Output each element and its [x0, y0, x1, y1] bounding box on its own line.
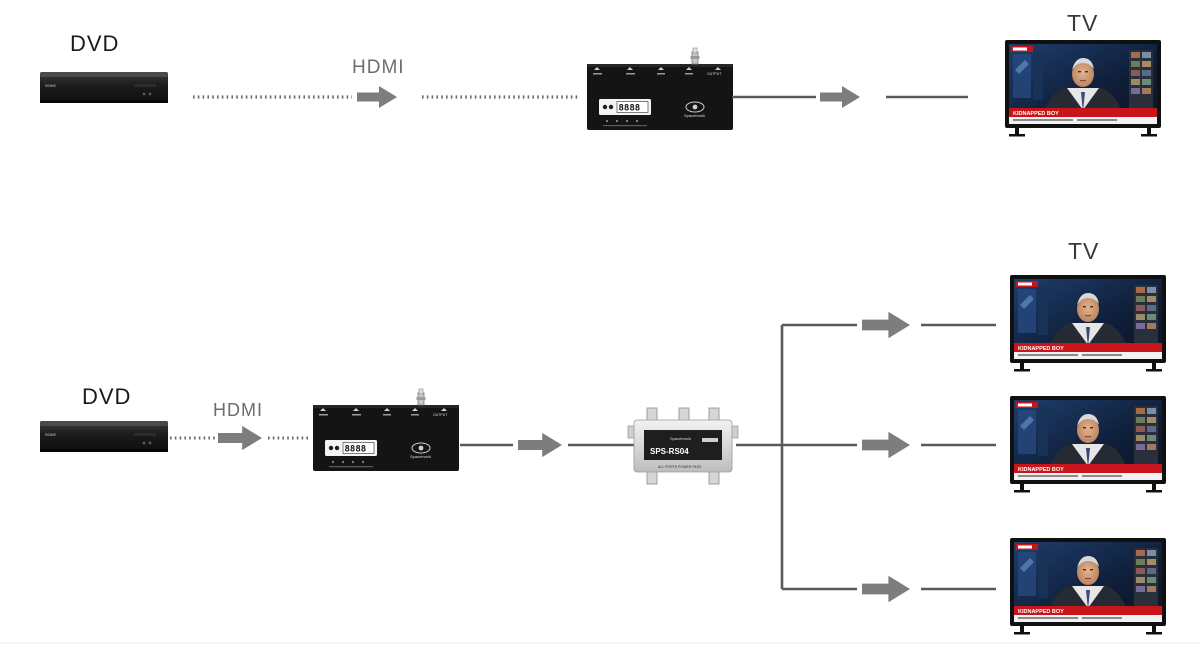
tv-ticker-top: KIDNAPPED BOY: [1013, 111, 1059, 117]
tv-top: KIDNAPPED BOY: [1005, 40, 1161, 137]
tv-label-bottom: TV: [1068, 238, 1099, 264]
tv-bottom-3: KIDNAPPED BOY: [1010, 538, 1166, 635]
dvd-player-top: SONY: [40, 72, 168, 103]
tv-ticker-bottom-3: KIDNAPPED BOY: [1018, 609, 1064, 615]
dvd-label-top: DVD: [70, 31, 119, 56]
modulator-display-top: 8888: [619, 104, 641, 114]
right-arrow-icon-bottom-2: [518, 432, 562, 458]
splitter-brand: Spacetronik: [670, 436, 691, 441]
tv-bottom-2: KIDNAPPED BOY: [1010, 396, 1166, 493]
modulator-brand-top: Spacetronik: [684, 113, 705, 118]
right-arrow-icon-bottom-1: [218, 425, 262, 451]
hdmi-label-bottom: HDMI: [213, 400, 263, 420]
f-connector-icon-bottom: [416, 388, 426, 406]
modulator-brand-bottom: Spacetronik: [410, 454, 431, 459]
modulator-output-bottom: OUTPUT: [433, 413, 448, 417]
modulator-bottom: 8888 Spacetronik OUTPUT: [312, 404, 460, 472]
tv-ticker-bottom-1: KIDNAPPED BOY: [1018, 346, 1064, 352]
tv-bottom-1: KIDNAPPED BOY: [1010, 275, 1166, 372]
dvd-label-bottom: DVD: [82, 384, 131, 409]
tv-ticker-bottom-2: KIDNAPPED BOY: [1018, 467, 1064, 473]
right-arrow-icon-branch-2: [862, 431, 910, 459]
modulator-display-bottom: 8888: [345, 445, 367, 455]
modulator-top: 8888 Spacetronik OUTPUT: [586, 63, 734, 131]
modulator-output-top: OUTPUT: [707, 72, 722, 76]
f-connector-icon-top: [690, 47, 700, 65]
tv-label-top: TV: [1067, 10, 1098, 36]
dvd-player-bottom: SONY: [40, 421, 168, 452]
dvd-brand-top: SONY: [45, 83, 57, 88]
splitter-model: SPS-RS04: [650, 447, 689, 456]
right-arrow-icon-top-2: [820, 86, 860, 108]
splitter: SPS-RS04 Spacetronik ALL PORTS POWER PAS…: [627, 407, 739, 485]
dvd-brand-bottom: SONY: [45, 432, 57, 437]
splitter-note: ALL PORTS POWER PASS: [658, 465, 702, 469]
right-arrow-icon-branch-1: [862, 311, 910, 339]
right-arrow-icon-branch-3: [862, 575, 910, 603]
right-arrow-icon-top-1: [357, 86, 397, 108]
hdmi-label-top: HDMI: [352, 57, 405, 78]
